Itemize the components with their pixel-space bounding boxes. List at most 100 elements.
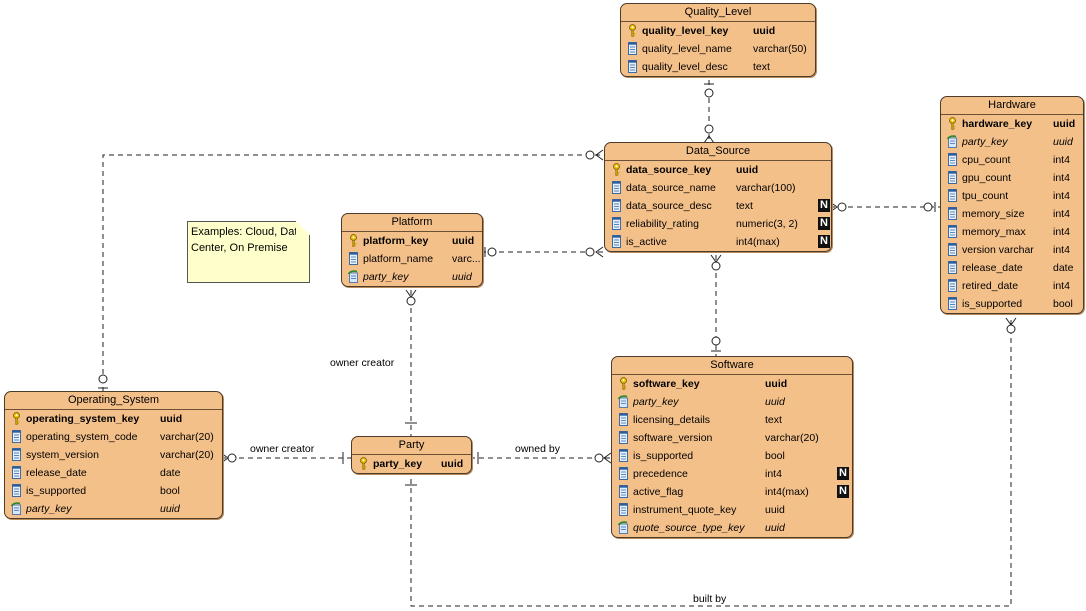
column-type: int4 xyxy=(765,468,782,480)
column-icon xyxy=(948,171,957,184)
column-icon xyxy=(612,199,621,212)
column-type: uuid xyxy=(1053,118,1076,130)
column-icon xyxy=(619,413,628,426)
entity-column-row[interactable]: is_supported bool xyxy=(5,482,222,500)
column-icon xyxy=(948,279,957,292)
entity-title: Data_Source xyxy=(605,143,831,161)
column-icon xyxy=(628,42,637,55)
rel-label-os-party: owner creator xyxy=(249,443,316,455)
column-type: numeric(3, 2) xyxy=(736,218,798,230)
entity-title: Hardware xyxy=(941,97,1083,115)
foreign-key-icon xyxy=(947,135,957,148)
column-name: retired_date xyxy=(962,280,1019,292)
column-type: varchar(20) xyxy=(765,432,819,444)
column-name: system_version xyxy=(26,449,99,461)
column-type: uuid xyxy=(160,413,183,425)
entity-title: Quality_Level xyxy=(621,4,815,22)
nullable-badge: N xyxy=(818,199,830,212)
column-type: bool xyxy=(160,485,180,497)
rel-os-datasource xyxy=(102,154,603,392)
column-icon xyxy=(948,207,957,220)
note-box[interactable]: Examples: Cloud, Data Center, On Premise xyxy=(187,221,310,283)
column-name: data_source_name xyxy=(626,182,716,194)
rel-hardware-party xyxy=(410,318,1012,607)
entity-title: Platform xyxy=(342,214,482,232)
column-type: int4(max) xyxy=(765,486,809,498)
column-name: is_supported xyxy=(26,485,87,497)
column-type: text xyxy=(736,200,753,212)
primary-key-icon xyxy=(620,377,627,390)
primary-key-icon xyxy=(360,457,367,470)
column-icon xyxy=(948,261,957,274)
foreign-key-icon xyxy=(618,395,628,408)
column-name: precedence xyxy=(633,468,688,480)
column-icon xyxy=(349,252,358,265)
column-type: uuid xyxy=(452,235,475,247)
column-name: is_active xyxy=(626,236,667,248)
column-type: uuid xyxy=(765,396,785,408)
column-icon xyxy=(628,60,637,73)
column-type: uuid xyxy=(160,503,180,515)
primary-key-icon xyxy=(350,234,357,247)
rel-label-platform-party: owner creator xyxy=(329,357,396,369)
column-icon xyxy=(948,297,957,310)
column-icon xyxy=(619,431,628,444)
primary-key-icon xyxy=(949,117,956,130)
column-type: text xyxy=(753,61,770,73)
column-icon xyxy=(612,235,621,248)
primary-key-icon xyxy=(629,24,636,37)
column-type: varchar(50) xyxy=(753,43,807,55)
nullable-badge: N xyxy=(818,217,830,230)
primary-key-icon xyxy=(613,163,620,176)
column-type: text xyxy=(765,414,782,426)
column-type: int4 xyxy=(1053,154,1070,166)
column-type: varchar(20) xyxy=(160,431,214,443)
column-type: int4 xyxy=(1053,226,1070,238)
column-type: uuid xyxy=(765,504,785,516)
